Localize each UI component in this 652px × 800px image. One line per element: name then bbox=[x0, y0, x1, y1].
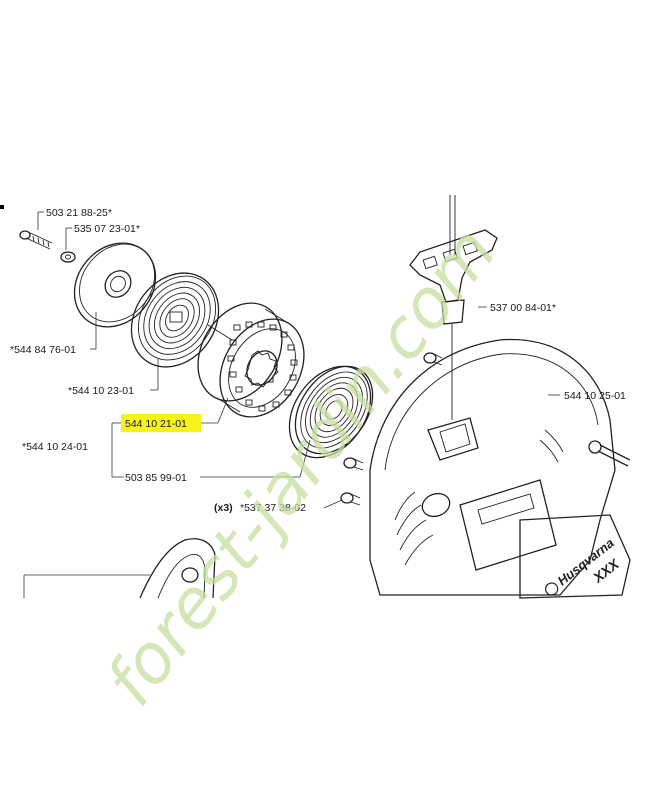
washer-part bbox=[60, 251, 76, 263]
part-label-disc: *544 84 76-01 bbox=[10, 344, 76, 356]
spring-cassette-part bbox=[288, 365, 374, 459]
part-label-cover-screw: *537 37 38-02 bbox=[240, 502, 306, 514]
part-labels: 503 21 88-25* 535 07 23-01* *544 84 76-0… bbox=[10, 207, 626, 514]
part-highlight bbox=[121, 414, 201, 432]
corner-mark bbox=[0, 205, 4, 209]
part-quantity-label: (x3) bbox=[214, 502, 233, 514]
small-screw-part bbox=[340, 352, 443, 506]
starter-cover-part bbox=[369, 338, 631, 599]
brand-logo: Husqvarna XXX bbox=[545, 535, 623, 596]
part-label-starter-assembly: *544 10 24-01 bbox=[22, 441, 88, 453]
part-label-cover: 544 10 25-01 bbox=[564, 390, 626, 402]
screw-part bbox=[19, 230, 53, 250]
leader-lines bbox=[37, 211, 560, 509]
part-label-spring-cassette: 503 85 99-01 bbox=[125, 472, 187, 484]
part-label-handle: 537 00 84-01* bbox=[490, 302, 556, 314]
part-label-washer: 535 07 23-01* bbox=[74, 223, 140, 235]
housing-fragment-part bbox=[23, 538, 216, 599]
part-label-screw: 503 21 88-25* bbox=[46, 207, 112, 219]
husqvarna-crown-icon bbox=[545, 582, 559, 596]
recoil-spring-part bbox=[130, 272, 220, 368]
starter-handle-part bbox=[409, 195, 498, 420]
part-label-spring: *544 10 23-01 bbox=[68, 385, 134, 397]
part-label-pulley: 544 10 21-01 bbox=[125, 418, 187, 430]
pulley-part bbox=[197, 302, 305, 418]
disc-part bbox=[73, 242, 157, 328]
